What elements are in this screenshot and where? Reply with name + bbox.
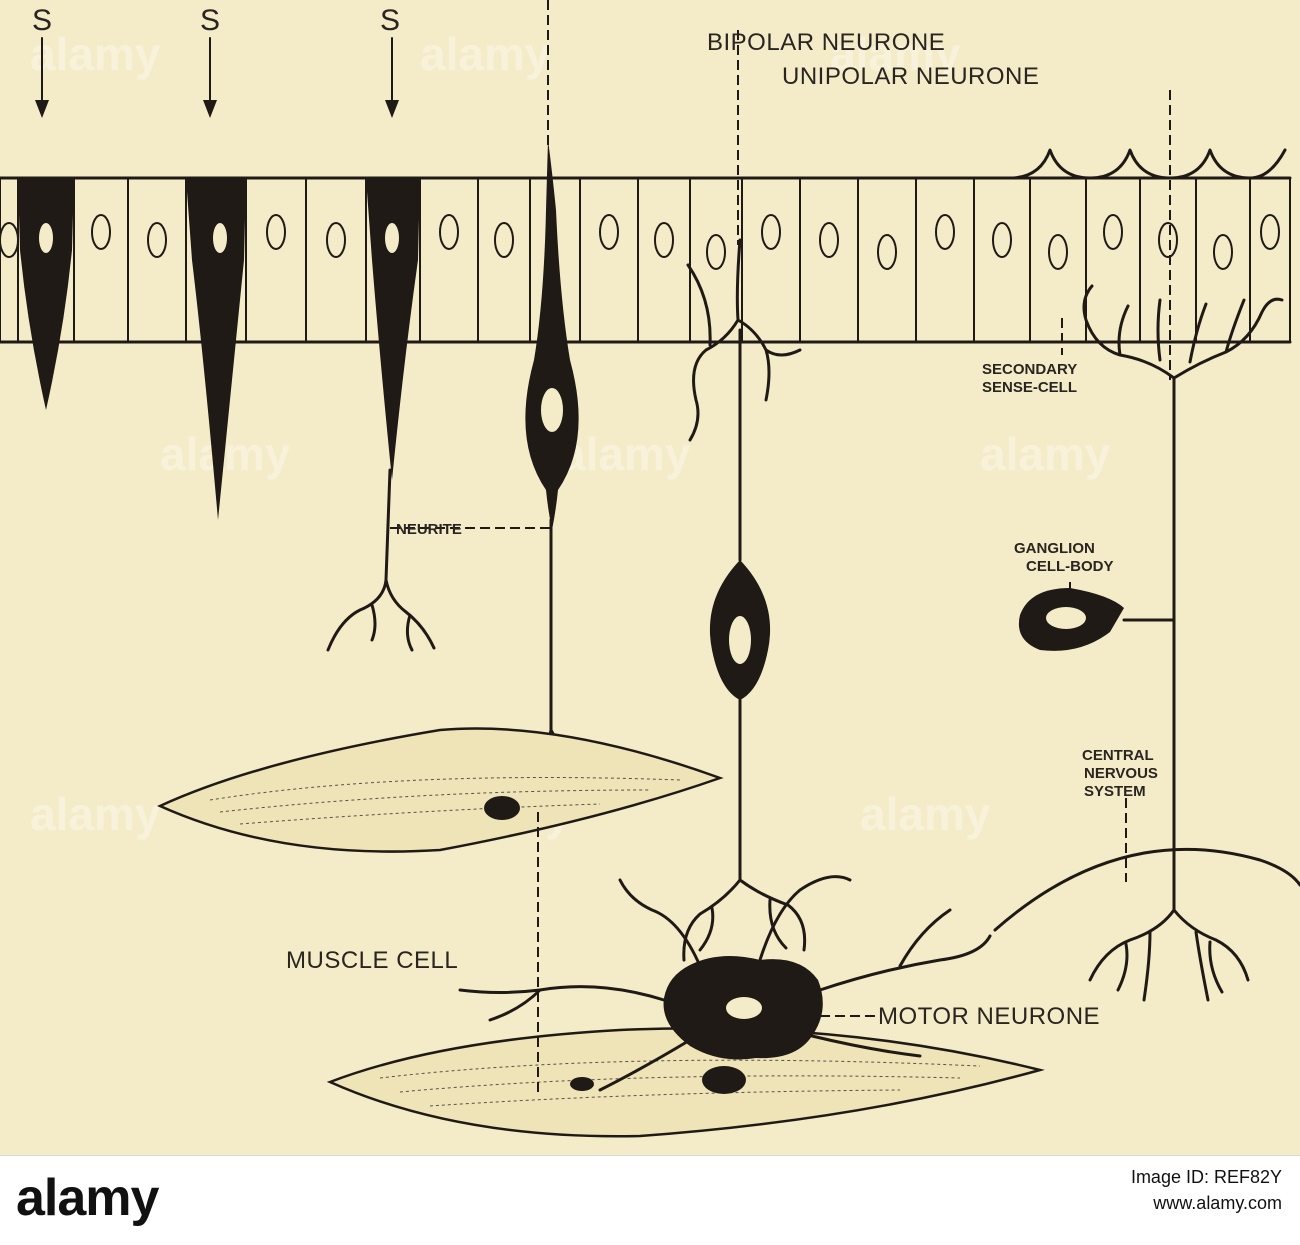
cell-nucleus — [1260, 214, 1280, 250]
cell-nucleus — [494, 222, 514, 258]
label-bipolar-neurone: BIPOLAR NEURONE — [707, 29, 945, 56]
cell-nucleus — [147, 222, 167, 258]
label-motor-neurone: MOTOR NEURONE — [878, 1003, 1100, 1030]
watermark: alamy — [420, 28, 551, 80]
image-id: Image ID: REF82Y — [1130, 1167, 1282, 1187]
watermark: alamy — [560, 428, 691, 480]
cell-nucleus — [326, 222, 346, 258]
watermark: alamy — [980, 428, 1111, 480]
cell-nucleus — [654, 222, 674, 258]
label-central-3: SYSTEM — [1084, 783, 1146, 800]
label-s2: S — [200, 4, 220, 37]
cell-nucleus — [992, 222, 1012, 258]
cell-nucleus — [706, 234, 726, 270]
cell-nucleus — [1103, 214, 1123, 250]
cell-nucleus — [819, 222, 839, 258]
cell-nucleus — [439, 214, 459, 250]
label-muscle-cell: MUSCLE CELL — [286, 947, 458, 974]
cell-nucleus — [935, 214, 955, 250]
footer-bar: alamy Image ID: REF82Y www.alamy.com — [0, 1155, 1300, 1245]
sense-cell-2 — [186, 178, 246, 520]
label-secondary-sense-cell-2: SENSE-CELL — [982, 379, 1077, 396]
leader-lines — [390, 0, 1171, 1096]
watermark: alamy — [860, 788, 991, 840]
label-s3: S — [380, 4, 400, 37]
muscle-cell-1 — [156, 727, 724, 853]
cell-nucleus — [599, 214, 619, 250]
stimulus-arrows: S S S — [32, 4, 400, 118]
label-ganglion-2: CELL-BODY — [1026, 558, 1114, 575]
watermark: alamy — [30, 28, 161, 80]
bipolar-neurone — [682, 238, 807, 962]
labels: BIPOLAR NEURONE UNIPOLAR NEURONE SECONDA… — [286, 29, 1158, 1030]
cell-nucleus — [1048, 234, 1068, 270]
cell-nucleus — [91, 214, 111, 250]
unipolar-neurone — [993, 284, 1300, 1002]
neurone-diagram: alamy alamy alamy alamy alamy alamy alam… — [0, 0, 1300, 1138]
label-s1: S — [32, 4, 52, 37]
label-neurite: NEURITE — [396, 521, 462, 538]
watermark: alamy — [830, 28, 961, 80]
cell-nucleus — [1213, 234, 1233, 270]
cell-nucleus — [0, 222, 19, 258]
sense-cell-3 — [326, 178, 436, 652]
footer-meta: Image ID: REF82Y www.alamy.com — [1131, 1164, 1282, 1216]
label-central-1: CENTRAL — [1082, 747, 1154, 764]
muscle-cell-2 — [326, 1027, 1045, 1138]
cell-nucleus — [877, 234, 897, 270]
label-central-2: NERVOUS — [1084, 765, 1158, 782]
site-link[interactable]: www.alamy.com — [1153, 1193, 1282, 1213]
label-ganglion-1: GANGLION — [1014, 540, 1095, 557]
label-secondary-sense-cell-1: SECONDARY — [982, 361, 1077, 378]
watermark: alamy — [30, 788, 161, 840]
cell-nucleus — [761, 214, 781, 250]
motor-neurone — [458, 875, 992, 1092]
label-unipolar-neurone: UNIPOLAR NEURONE — [782, 63, 1039, 90]
sense-cell-1 — [18, 178, 74, 410]
footer-logo[interactable]: alamy — [16, 1169, 159, 1227]
cell-nucleus — [1158, 222, 1178, 258]
cell-nucleus — [266, 214, 286, 250]
